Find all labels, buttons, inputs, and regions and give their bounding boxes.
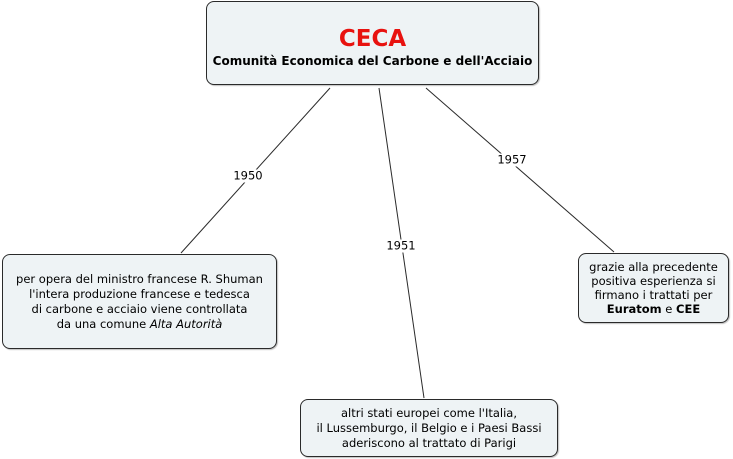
node-text-line: Euratom e CEE [607, 302, 700, 316]
main-subtitle: Comunità Economica del Carbone e dell'Ac… [212, 53, 533, 68]
node-text-line: l'intera produzione francese e tedesca [29, 286, 250, 301]
node-text-prefix: da una comune [56, 316, 150, 331]
euratom-bold: Euratom [606, 302, 662, 316]
concept-node-1957[interactable]: grazie alla precedente positiva esperien… [578, 253, 729, 323]
node-text-line: da una comune Alta Autorità [57, 317, 223, 332]
link-label-1950[interactable]: 1950 [232, 168, 264, 183]
node-text-line: firmano i trattati per [594, 288, 713, 302]
node-text-line: per opera del ministro francese R. Shuma… [16, 271, 263, 286]
link-label-1957[interactable]: 1957 [496, 152, 528, 167]
node-text-line: positiva esperienza si [591, 274, 716, 288]
link-label-1951[interactable]: 1951 [385, 238, 417, 253]
concept-node-ceca[interactable]: CECA Comunità Economica del Carbone e de… [206, 1, 539, 85]
alta-autorita-italic: Alta Autorità [149, 316, 223, 331]
link-line-1957 [425, 87, 615, 253]
cee-bold: CEE [676, 302, 701, 316]
node-text-line: il Lussemburgo, il Belgio e i Paesi Bass… [316, 420, 542, 435]
main-title: CECA [338, 25, 407, 52]
concept-node-1950[interactable]: per opera del ministro francese R. Shuma… [2, 254, 277, 349]
node-text-line: altri stati europei come l'Italia, [340, 405, 518, 420]
node-text-line: grazie alla precedente [589, 260, 718, 274]
node-text-line: aderiscono al trattato di Parigi [341, 435, 517, 450]
node-text-line: di carbone e acciaio viene controllata [31, 301, 248, 316]
node-text-conj: e [661, 302, 677, 316]
concept-node-1951[interactable]: altri stati europei come l'Italia, il Lu… [300, 399, 558, 457]
